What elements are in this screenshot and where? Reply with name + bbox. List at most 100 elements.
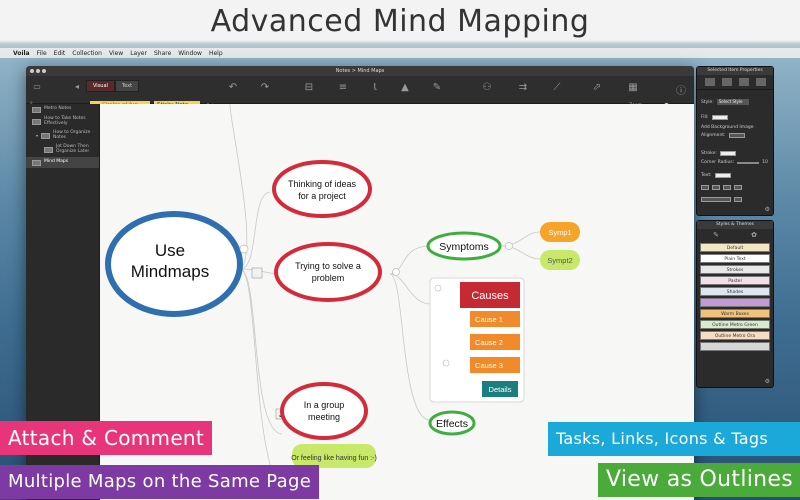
menu-window[interactable]: Window	[178, 49, 202, 57]
node-thinking[interactable]	[272, 160, 372, 218]
theme-item[interactable]	[700, 342, 770, 351]
menu-edit[interactable]: Edit	[53, 49, 66, 57]
undo-icon[interactable]: ↶	[228, 82, 238, 93]
tab-visual[interactable]: Visual	[86, 80, 115, 92]
menu-collection[interactable]: Collection	[72, 49, 102, 57]
theme-item[interactable]: Outline Metro Ora	[700, 331, 770, 340]
minimize-window-button[interactable]	[36, 69, 40, 73]
theme-item[interactable]: Warm Boxes	[700, 309, 770, 318]
line-icon[interactable]: ⟋	[553, 82, 561, 93]
node-effects[interactable]	[428, 410, 476, 436]
properties-tabs	[697, 75, 773, 90]
view-mode-segment: Visual Text	[86, 80, 140, 92]
tab-text[interactable]: Text	[114, 80, 140, 92]
node-symptoms[interactable]	[426, 231, 502, 261]
node-causes[interactable]	[460, 282, 520, 308]
palette-icon[interactable]: ✿	[751, 231, 757, 239]
theme-item[interactable]: Default	[700, 243, 770, 252]
node-trying[interactable]	[274, 242, 382, 302]
node-symp2[interactable]	[540, 250, 580, 270]
node-trying-line2: problem	[312, 273, 345, 283]
collapse-toggle[interactable]	[239, 244, 249, 254]
node-group-meeting[interactable]	[280, 382, 368, 440]
alignment-select[interactable]	[728, 133, 745, 138]
tab-image-icon[interactable]	[755, 78, 766, 86]
disclosure-triangle-icon[interactable]: ▾	[36, 132, 39, 138]
close-window-button[interactable]	[30, 69, 34, 73]
sidebar-item-metro-notes[interactable]: Metro Notes	[26, 104, 99, 115]
node-effects-text: Effects	[436, 418, 468, 430]
theme-item[interactable]: Pastel	[700, 276, 770, 285]
text-format-row	[701, 185, 742, 190]
node-thinking-line2: for a project	[298, 191, 346, 201]
tab-text-icon[interactable]	[721, 78, 732, 86]
collapse-toggle[interactable]	[505, 242, 513, 250]
redo-icon[interactable]: ↷	[260, 82, 270, 93]
tab-layout-icon[interactable]	[738, 78, 749, 86]
pen-icon[interactable]: ✎	[432, 82, 442, 93]
node-symp1[interactable]	[540, 222, 580, 242]
menu-help[interactable]: Help	[208, 49, 223, 57]
bold-button[interactable]	[701, 185, 709, 190]
underline-button[interactable]	[723, 185, 731, 190]
image-icon[interactable]: ▲	[401, 82, 409, 93]
list-icon[interactable]: ≡	[338, 82, 348, 93]
bg-image-label[interactable]: Add Background Image	[701, 125, 754, 130]
sidebar-item-take-notes[interactable]: How to Take Notes Effectively	[26, 115, 99, 129]
checkbox[interactable]	[251, 267, 263, 279]
stroke-color-swatch[interactable]	[719, 151, 736, 156]
gear-icon[interactable]: ⚙	[764, 206, 770, 213]
corner-radius-label: Corner Radius:	[701, 160, 735, 165]
tab-style-icon[interactable]	[704, 78, 715, 86]
align-button[interactable]	[734, 185, 742, 190]
theme-item[interactable]: Plain Text	[700, 254, 770, 263]
collapse-toggle[interactable]	[392, 268, 400, 276]
node-details[interactable]	[482, 381, 518, 397]
layout-icon[interactable]: ⊟	[304, 82, 314, 93]
text-color-swatch[interactable]	[714, 173, 731, 178]
promo-multiple-maps: Multiple Maps on the Same Page	[0, 465, 320, 499]
collapse-toggle[interactable]	[434, 284, 442, 292]
theme-item[interactable]: Strokes	[700, 265, 770, 274]
stroke-label: Stroke:	[701, 151, 717, 156]
window-title: Notes > Mind Maps	[335, 68, 385, 74]
text-icon[interactable]: Ɩ	[373, 82, 377, 93]
brush-icon[interactable]: ✎	[713, 231, 719, 239]
menu-layer[interactable]: Layer	[130, 49, 147, 57]
node-cause3[interactable]	[470, 357, 520, 373]
menu-app-name[interactable]: Voila	[13, 49, 30, 57]
fill-color-swatch[interactable]	[711, 115, 728, 120]
zoom-window-button[interactable]	[42, 69, 46, 73]
style-select[interactable]: Select Style	[716, 99, 749, 105]
italic-button[interactable]	[712, 185, 720, 190]
root-node[interactable]	[105, 211, 243, 317]
sidebar-item-organize-notes[interactable]: ▾ How to Organize Notes	[26, 129, 99, 143]
info-icon[interactable]: ⓘ	[676, 86, 686, 97]
theme-item[interactable]: Outline Metro Green	[700, 320, 770, 329]
sidebar-toggle-icon[interactable]: ▭	[33, 82, 41, 91]
sidebar-item-mind-maps[interactable]: Mind Maps	[26, 157, 99, 168]
document-icon	[32, 159, 41, 166]
node-cause2[interactable]	[470, 334, 520, 350]
font-select[interactable]	[701, 197, 731, 202]
menu-share[interactable]: Share	[153, 49, 172, 57]
menu-view[interactable]: View	[108, 49, 124, 57]
gear-icon[interactable]: ⚙	[764, 378, 770, 385]
sidebar-item-label: Metro Notes	[44, 106, 72, 112]
connector-icon[interactable]: ⇉	[518, 82, 528, 93]
share-icon[interactable]: ⬀	[592, 82, 602, 93]
theme-item[interactable]	[700, 298, 770, 307]
node-cause1[interactable]	[470, 311, 520, 327]
font-size-select[interactable]	[734, 197, 742, 202]
search-icon[interactable]: ⌕	[30, 100, 33, 106]
sidebar-item-jot-down[interactable]: Jot Down Then Organize Later	[26, 143, 99, 157]
node-fun[interactable]	[292, 444, 376, 468]
collapse-toggle[interactable]	[442, 359, 450, 367]
table-icon[interactable]: ▦	[628, 82, 638, 93]
font-row	[701, 197, 742, 202]
corner-radius-slider[interactable]	[737, 161, 760, 164]
theme-item[interactable]: Shades	[700, 287, 770, 296]
mindmap-icon[interactable]: ⚇	[482, 82, 492, 93]
menu-file[interactable]: File	[36, 49, 47, 57]
back-icon[interactable]: ◂	[74, 82, 79, 91]
